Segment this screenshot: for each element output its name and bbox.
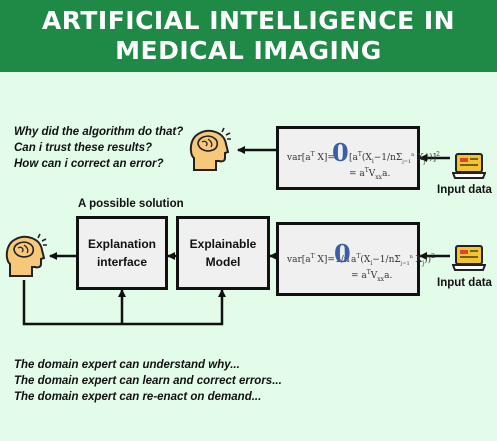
formula-box-top: var[aT X]= 0 [aT(Xi−1/nΣj=1n Xj))]2 = aT… <box>276 126 440 190</box>
note-2: The domain expert can learn and correct … <box>14 375 282 387</box>
title-line-2: MEDICAL IMAGING <box>115 36 382 65</box>
title-line-1: ARTIFICIAL INTELLIGENCE IN <box>41 6 456 35</box>
model-label-2: Model <box>205 255 241 269</box>
input-data-label-top: Input data <box>437 184 492 196</box>
head-brain-icon <box>189 127 231 171</box>
explanation-interface-box: Explanation interface <box>76 216 168 290</box>
head-brain-icon <box>5 233 47 277</box>
interface-label-2: interface <box>96 255 147 269</box>
interface-label-1: Explanation <box>87 237 156 251</box>
solution-label: A possible solution <box>78 198 184 210</box>
laptop-icon <box>452 153 486 179</box>
question-1: Why did the algorithm do that? <box>14 126 184 138</box>
question-2: Can i trust these results? <box>14 142 153 154</box>
input-data-label-bottom: Input data <box>437 277 492 289</box>
title-banner: ARTIFICIAL INTELLIGENCE IN MEDICAL IMAGI… <box>0 0 497 72</box>
laptop-icon <box>452 245 486 271</box>
model-label-1: Explainable <box>189 237 257 251</box>
note-3: The domain expert can re-enact on demand… <box>14 391 262 403</box>
formula-box-bottom: var[aT X]=1/n 0 aT(Xi−1/nΣj=1n Xj))2 = a… <box>276 222 435 296</box>
user-questions: Why did the algorithm do that? Can i tru… <box>14 124 183 172</box>
question-3: How can i correct an error? <box>14 158 164 170</box>
explainable-model-box: Explainable Model <box>176 216 270 290</box>
domain-expert-notes: The domain expert can understand why... … <box>14 357 282 405</box>
note-1: The domain expert can understand why... <box>14 359 240 371</box>
